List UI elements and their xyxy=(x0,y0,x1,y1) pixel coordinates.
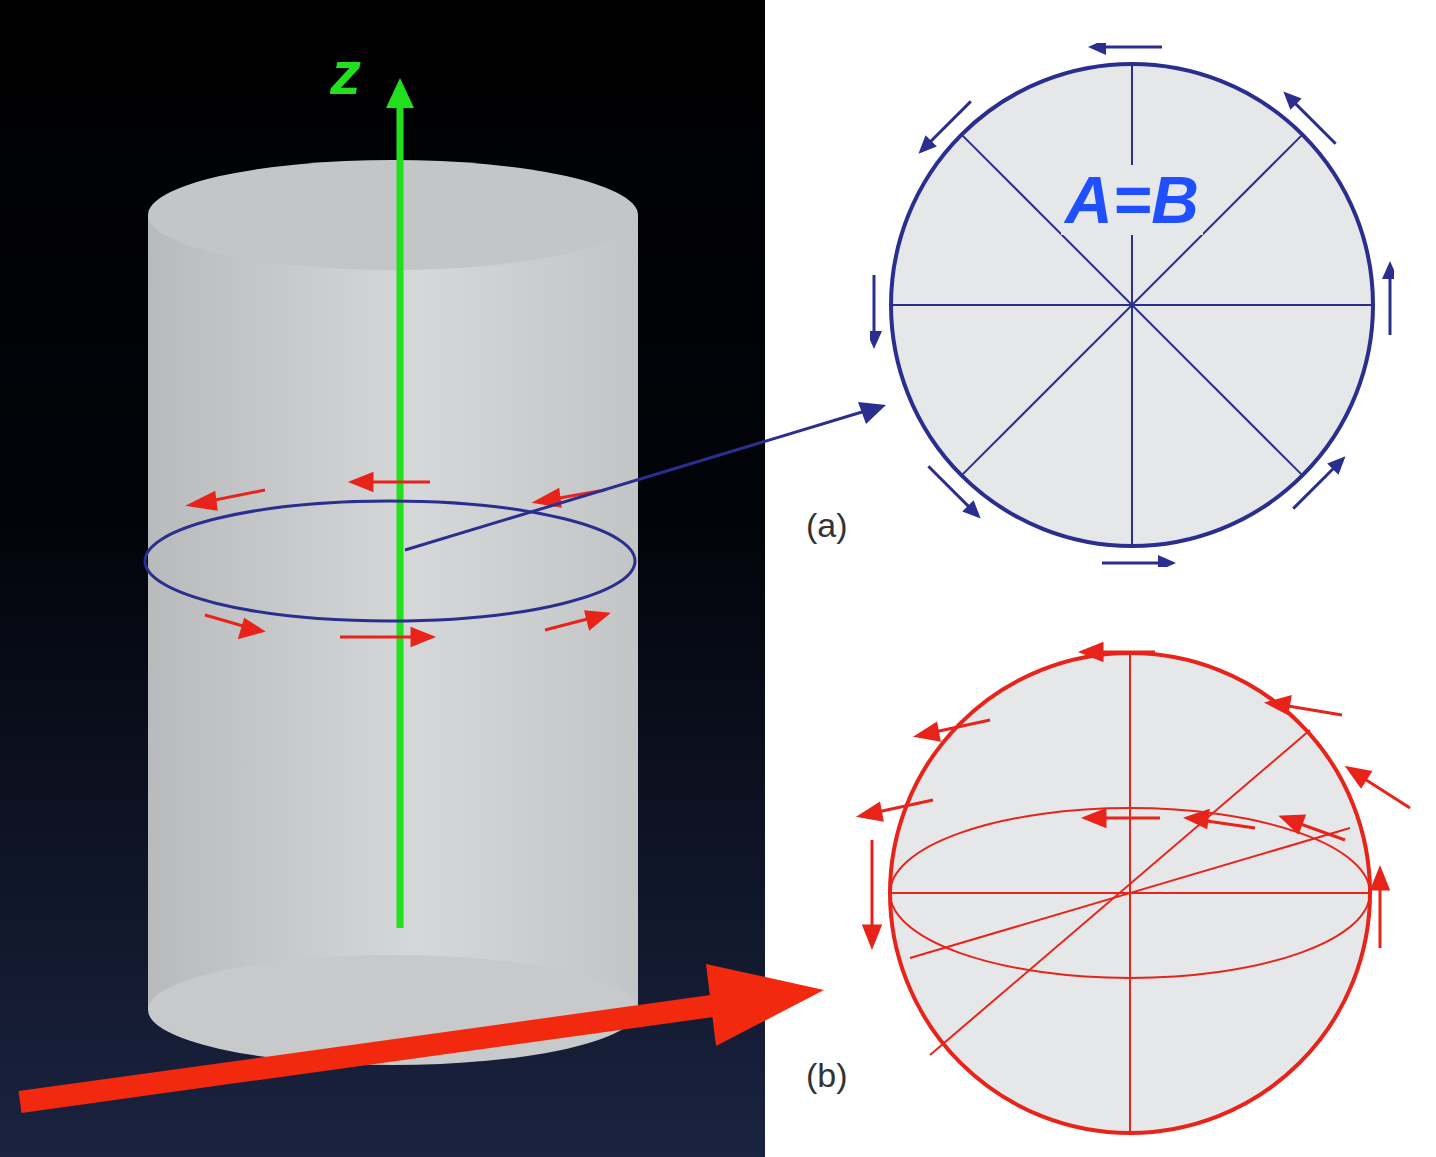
field-arrowhead xyxy=(706,964,824,1046)
equation-label: A=B xyxy=(1061,165,1203,235)
z-axis xyxy=(397,105,404,928)
pointer-arrowhead xyxy=(858,402,886,424)
sphere xyxy=(860,644,1410,1133)
panel-label: (a) xyxy=(806,508,848,542)
panel-label: (b) xyxy=(806,1058,848,1092)
axis-label: z xyxy=(330,42,361,104)
field-arrow xyxy=(20,1006,712,1102)
circle-outline xyxy=(870,43,1394,567)
cylinder xyxy=(148,160,638,1065)
pointer-line xyxy=(405,412,862,550)
dark-panel xyxy=(0,0,765,1157)
circle-node: A=B xyxy=(870,43,1394,567)
axis-arrowhead xyxy=(386,78,414,108)
white-panel xyxy=(765,0,1436,1157)
loop xyxy=(145,501,635,621)
current-arrows xyxy=(190,474,607,645)
